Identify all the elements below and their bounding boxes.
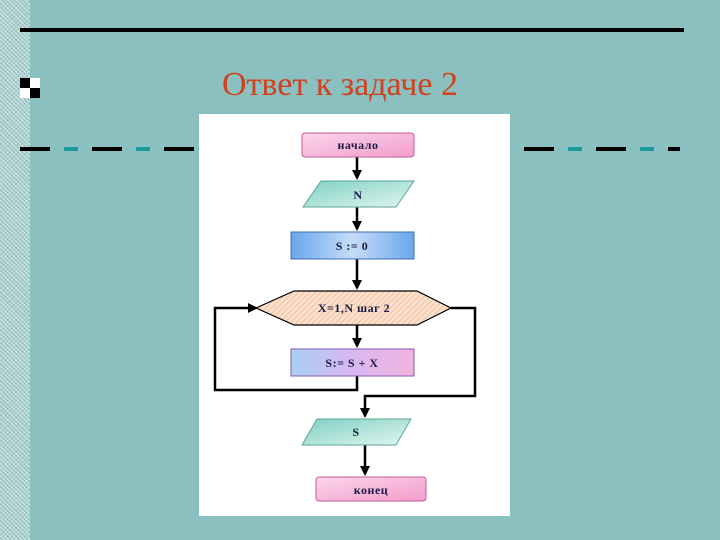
connectors	[213, 157, 477, 476]
loop-exit-arrow	[360, 306, 477, 418]
output-label: S	[352, 425, 359, 439]
body-label: S:= S + X	[325, 356, 378, 370]
top-rule	[20, 28, 684, 32]
square-bullet-icon	[20, 78, 40, 98]
output-parallelogram	[301, 418, 412, 446]
end-terminator	[315, 476, 427, 502]
input-label: N	[353, 188, 362, 202]
slide-title: Ответ к задаче 2	[222, 66, 458, 103]
input-parallelogram	[302, 180, 415, 208]
flowchart-panel: начало N S := 0 X=1,N шаг 2 S:= S + X S …	[199, 114, 510, 516]
loop-label: X=1,N шаг 2	[318, 301, 390, 315]
start-terminator	[301, 132, 415, 158]
start-label: начало	[337, 138, 378, 152]
loop-hexagon	[254, 290, 453, 326]
init-process	[290, 231, 415, 260]
init-label: S := 0	[336, 239, 369, 253]
loop-back-arrow	[213, 303, 359, 392]
end-label: конец	[354, 483, 388, 497]
flowchart-diagram: начало N S := 0 X=1,N шаг 2 S:= S + X S …	[213, 132, 477, 502]
body-process	[290, 348, 415, 377]
